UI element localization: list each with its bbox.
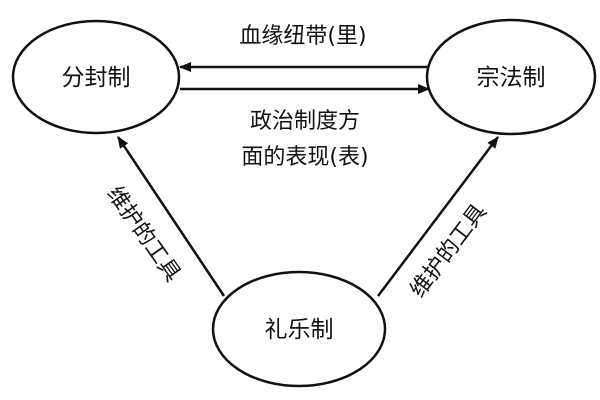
edge-label-top: 血缘纽带(里) [239,24,366,49]
node-liyue-label: 礼乐制 [265,317,334,343]
node-fengjian: 分封制 [11,19,181,135]
node-zongfa-label: 宗法制 [477,65,546,91]
node-zongfa: 宗法制 [425,18,597,136]
arrow-left-to-fengjian [116,136,226,297]
edge-label-middle-line1: 政治制度方 [250,109,360,134]
node-zongfa-ellipse [425,18,597,136]
edge-label-left: 维护的工具 [102,182,186,286]
node-fengjian-label: 分封制 [62,65,131,91]
arrow-right-to-zongfa [377,136,499,297]
edge-label-middle-line2: 面的表现(表) [241,145,368,170]
node-liyue-ellipse [211,270,387,388]
node-fengjian-ellipse [11,19,181,135]
node-liyue: 礼乐制 [211,270,387,388]
edge-label-right: 维护的工具 [406,200,492,303]
